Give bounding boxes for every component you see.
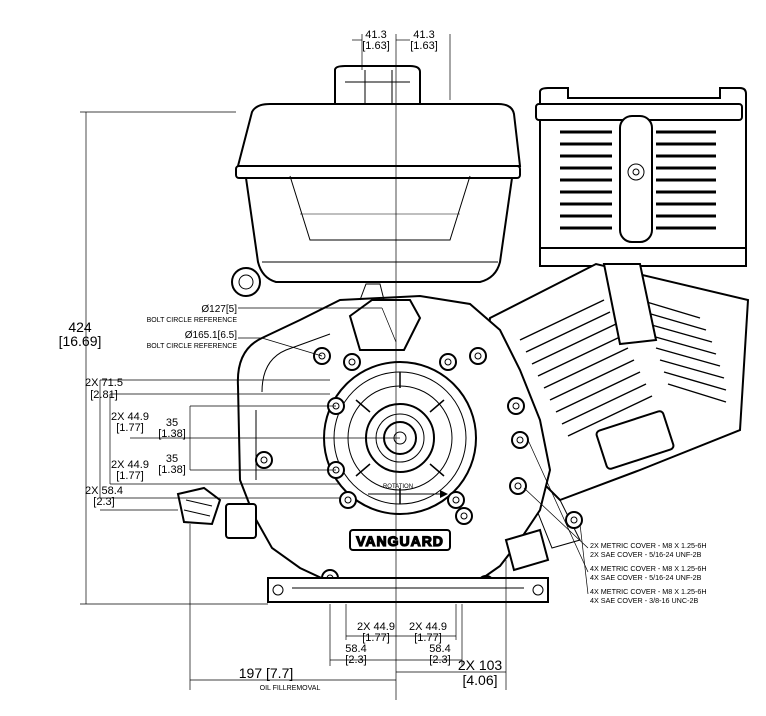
flange-ribs [355,372,445,504]
callout-3-sae: 4X SAE COVER - 3/8-16 UNC-2B [590,596,698,605]
dim-bot-449a-mm: 2X 44.9 [357,621,395,633]
fuel-tank [236,103,522,167]
air-cleaner-vents [560,130,716,230]
rotation-label: ROTATION [383,484,413,490]
bolt-hole [339,491,357,509]
bolt-hole [509,477,527,495]
dim-left-715-in: [2.81] [90,389,118,401]
bolt-circle-127-dim: Ø127[5] [201,304,237,315]
callout-1-sae: 2X SAE COVER - 5/16-24 UNF-2B [590,550,702,559]
brand-plate [349,529,451,551]
dim-bot-449b-in: [1.77] [414,632,442,644]
bolt-circle-1651-dim: Ø165.1[6.5] [185,330,237,341]
fuel-tank-band [235,165,521,179]
bolt-hole [439,353,457,371]
dim-left-584-in: [2.3] [93,496,114,508]
dim-left-35a-in: [1.38] [158,428,186,440]
dim-oil-fill-label: OIL FILLREMOVAL [260,685,321,692]
dim-left-449a-in: [1.77] [116,422,144,434]
dim-left-35a-mm: 35 [166,417,178,429]
dim-height-mm: 424 [68,319,92,335]
dim-left-449b-mm: 2X 44.9 [111,459,149,471]
dim-bot-584b-in: [2.3] [429,654,450,666]
dim-bot-584a-mm: 58.4 [345,643,366,655]
dim-bot-449b-mm: 2X 44.9 [409,621,447,633]
bolt-hole [455,507,473,525]
fuel-cap [334,65,421,111]
cooling-fins [519,299,727,437]
dim-top-right-in: [1.63] [410,40,438,52]
dim-bot-449a-in: [1.77] [362,632,390,644]
bolt-circle-1651-label: BOLT CIRCLE REFERENCE [147,343,238,350]
dim-width-mm: 2X 103 [458,657,503,673]
bolt-hole [469,347,487,365]
dim-left-715-mm: 2X 71.5 [85,377,123,389]
callout-2-metric: 4X METRIC COVER - M8 X 1.25-6H [590,564,707,573]
dim-bot-584a-in: [2.3] [345,654,366,666]
dim-left-584-mm: 2X 58.4 [85,485,123,497]
dim-oil-fill: 197 [7.7] [239,665,294,681]
dim-top-right-mm: 41.3 [413,29,434,41]
oil-fill-plug [176,486,222,526]
bolt-circle-labels: Ø127[5] BOLT CIRCLE REFERENCE Ø165.1[6.5… [147,304,238,350]
bolt-circle-127-label: BOLT CIRCLE REFERENCE [147,317,238,324]
dim-left-35b-mm: 35 [166,453,178,465]
dim-left-449a-mm: 2X 44.9 [111,411,149,423]
dimension-lines [80,34,589,700]
bolt-hole [511,431,529,449]
dim-top-left-mm: 41.3 [365,29,386,41]
bolt-hole [507,397,525,415]
lifting-eye [231,267,261,297]
bolt-hole [255,451,273,469]
dim-width-in: [4.06] [462,672,497,688]
base-mount [267,577,549,603]
callout-1-metric: 2X METRIC COVER - M8 X 1.25-6H [590,541,707,550]
bolt-hole [343,353,361,371]
callout-3-metric: 4X METRIC COVER - M8 X 1.25-6H [590,587,707,596]
bolt-hole [313,347,331,365]
bolt-hole [565,511,583,529]
engine-illustration: ROTATION VANGUARD [176,65,750,603]
dim-top-left-in: [1.63] [362,40,390,52]
bolt-hole [447,491,465,509]
brand-logo: VANGUARD [356,533,444,549]
dim-left-449b-in: [1.77] [116,470,144,482]
dimension-text: 41.3 [1.63] 41.3 [1.63] 424 [16.69] 2X 7… [59,29,503,692]
dim-height-in: [16.69] [59,333,102,349]
callout-2-sae: 4X SAE COVER - 5/16-24 UNF-2B [590,573,702,582]
dim-left-35b-in: [1.38] [158,464,186,476]
thread-callouts: 2X METRIC COVER - M8 X 1.25-6H 2X SAE CO… [590,541,707,605]
dim-bot-584b-mm: 58.4 [429,643,450,655]
